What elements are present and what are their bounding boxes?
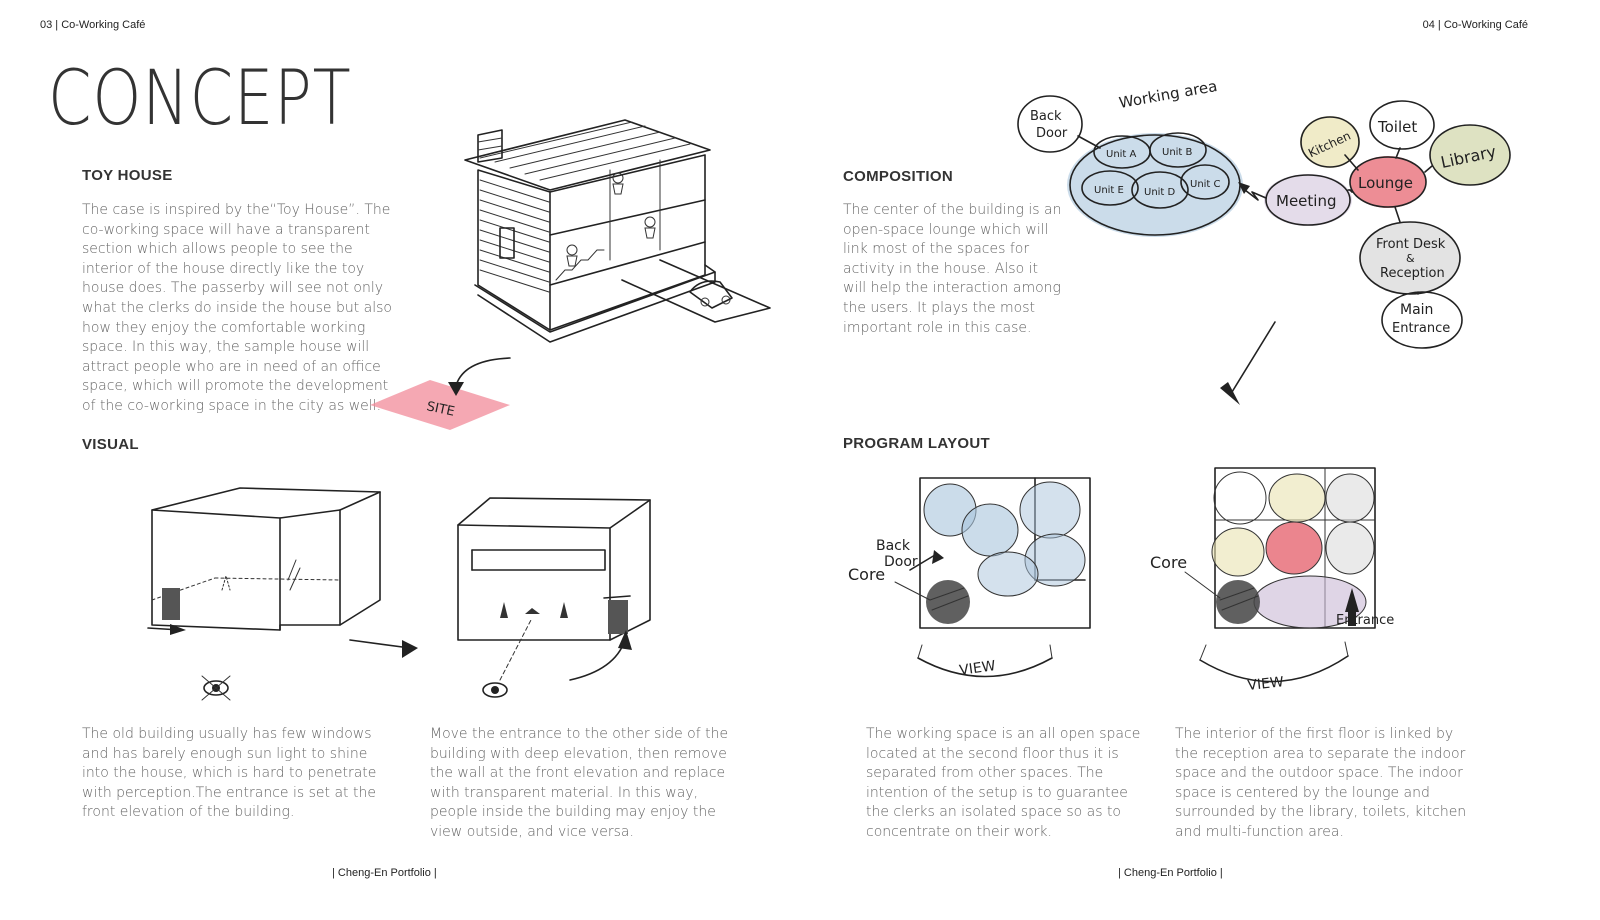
unit-b-label: Unit B: [1162, 147, 1193, 158]
site-label: SITE: [425, 399, 456, 420]
program-text-left: The working space is an all open space l…: [866, 726, 1141, 840]
page-header-right: 04 | Co-Working Café: [1422, 19, 1528, 31]
page-header-left: 03 | Co-Working Café: [40, 19, 146, 31]
back-door-label-a: Back: [876, 538, 911, 554]
front-desk-label-1: Front Desk: [1376, 237, 1446, 252]
visual-sketch-new-building: [457, 497, 651, 698]
main-entrance-label-2: Entrance: [1392, 321, 1450, 336]
unit-a-label: Unit A: [1106, 149, 1137, 160]
program-layout-first-floor: Core Entrance VIEW: [1150, 467, 1394, 694]
program-text-right: The interior of the first floor is linke…: [1175, 726, 1467, 840]
back-door-label-2: Door: [1036, 126, 1068, 141]
visual-text-right: Move the entrance to the other side of t…: [430, 726, 729, 840]
front-desk-label-2: &: [1406, 252, 1415, 265]
composition-heading: COMPOSITION: [843, 168, 953, 185]
back-door-label-1: Back: [1030, 109, 1062, 124]
toilet-label: Toilet: [1377, 118, 1417, 136]
meeting-label: Meeting: [1276, 192, 1336, 210]
unit-d-label: Unit D: [1144, 187, 1176, 198]
working-area-label: Working area: [1118, 77, 1219, 112]
composition-text: The center of the building is an open-sp…: [843, 202, 1062, 336]
view-label-right: VIEW: [1247, 674, 1285, 694]
front-desk-label-3: Reception: [1380, 266, 1445, 281]
visual-sketch-old-building: [147, 487, 418, 701]
page-title: CONCEPT: [48, 53, 352, 142]
program-layout-second-floor: Back Door Core VIEW: [848, 477, 1091, 679]
footer-left: | Cheng-En Portfolio |: [332, 867, 437, 879]
core-label-2: Core: [1150, 553, 1187, 572]
main-entrance-label-1: Main: [1400, 302, 1433, 318]
view-label-left: VIEW: [958, 658, 996, 679]
toy-house-sketch: SITE: [370, 119, 771, 430]
entrance-label: Entrance: [1336, 613, 1394, 628]
unit-e-label: Unit E: [1094, 185, 1124, 196]
visual-text-left: The old building usually has few windows…: [82, 726, 377, 821]
core-label: Core: [848, 565, 885, 584]
lounge-label: Lounge: [1358, 174, 1413, 192]
toy-house-heading: TOY HOUSE: [82, 167, 173, 184]
toy-house-text: The case is inspired by the“Toy House”. …: [82, 202, 392, 414]
visual-heading: VISUAL: [82, 436, 139, 453]
program-layout-heading: PROGRAM LAYOUT: [843, 435, 990, 452]
footer-right: | Cheng-En Portfolio |: [1118, 867, 1223, 879]
composition-bubble-diagram: Working area Unit A Unit B Unit E Unit D…: [1017, 77, 1511, 405]
unit-c-label: Unit C: [1190, 179, 1221, 190]
back-door-label-b: Door: [884, 554, 918, 570]
